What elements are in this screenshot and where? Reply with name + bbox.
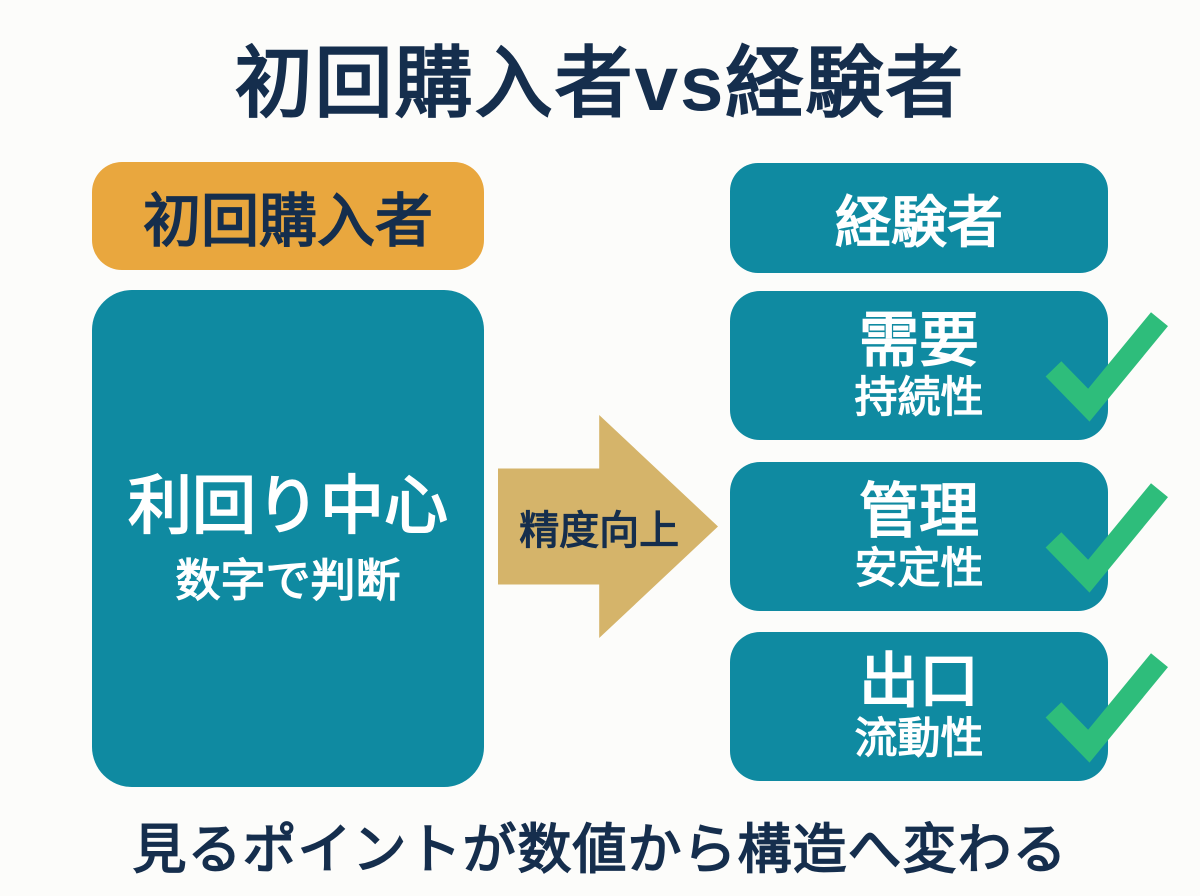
first-time-buyer-main-label: 利回り中心	[128, 470, 448, 542]
demand-sub-label: 持続性	[854, 374, 984, 422]
management-sub-label: 安定性	[854, 545, 984, 593]
page-title: 初回購入者vs経験者	[234, 39, 966, 127]
experienced-item-management: 管理 安定性	[730, 462, 1168, 611]
exit-sub-label: 流動性	[854, 715, 984, 763]
first-time-buyer-box: 利回り中心 数字で判断	[92, 290, 484, 787]
demand-main-label: 需要	[859, 307, 979, 374]
experienced-item-exit: 出口 流動性	[730, 632, 1168, 781]
experienced-header: 経験者	[730, 163, 1108, 273]
first-time-buyer-badge: 初回購入者	[92, 162, 484, 270]
check-icon	[1042, 307, 1170, 425]
experienced-header-label: 経験者	[835, 190, 1003, 254]
exit-main-label: 出口	[859, 648, 979, 715]
bottom-caption: 見るポイントが数値から構造へ変わる	[132, 819, 1068, 880]
right-arrow-shape: 精度向上	[498, 415, 718, 638]
check-icon	[1042, 648, 1170, 766]
arrow-label: 精度向上	[519, 508, 680, 553]
experienced-item-demand: 需要 持続性	[730, 291, 1168, 440]
first-time-buyer-badge-label: 初回購入者	[142, 189, 433, 254]
management-main-label: 管理	[859, 478, 979, 545]
check-icon	[1042, 478, 1170, 596]
first-time-buyer-sub-label: 数字で判断	[175, 555, 401, 606]
